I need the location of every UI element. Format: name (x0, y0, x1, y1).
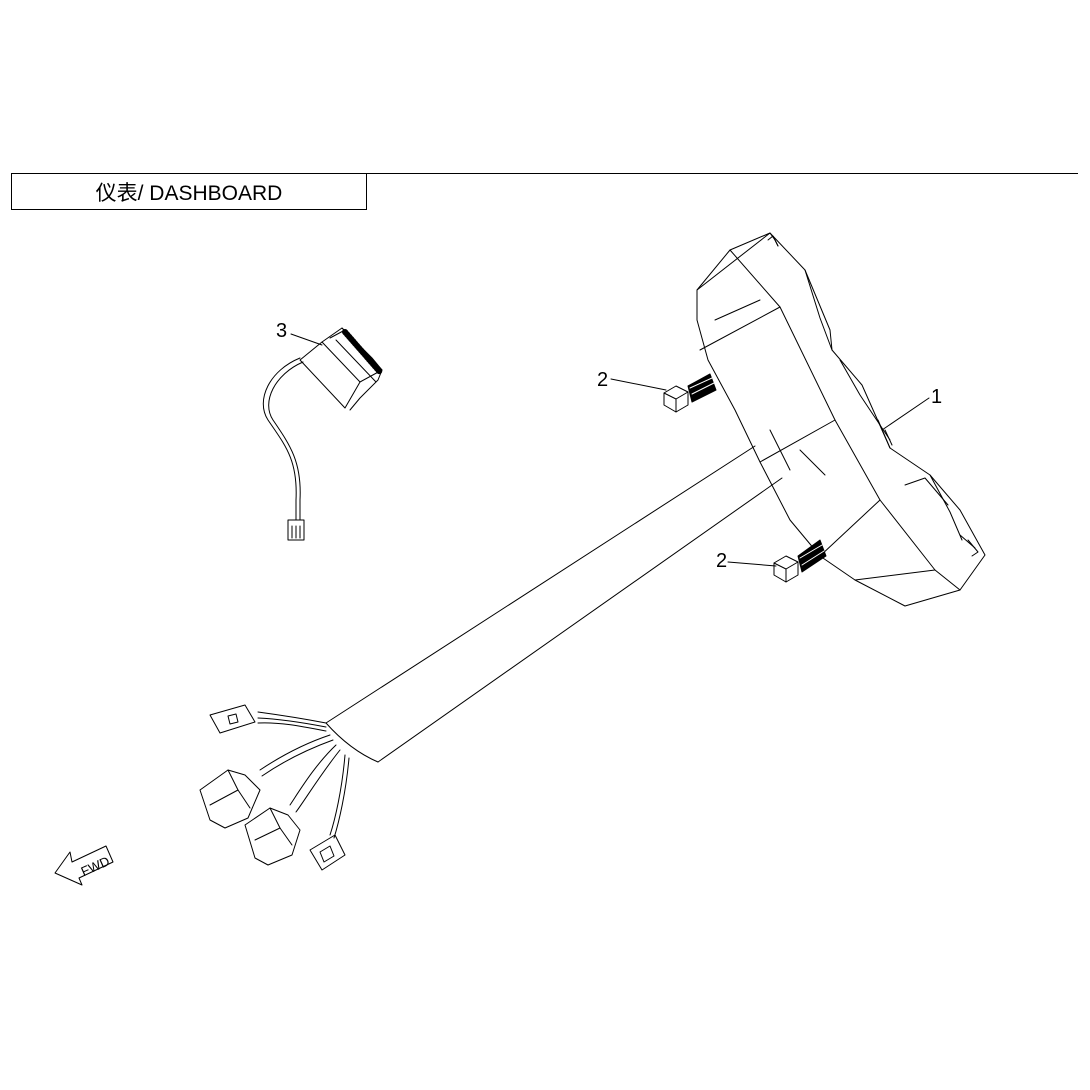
dashboard-assembly (325, 232, 986, 763)
page-title: 仪表/ DASHBOARD (11, 173, 367, 210)
nut-lower (773, 539, 827, 583)
fwd-arrow: FWD (54, 845, 114, 886)
leader-1 (881, 397, 930, 431)
harness-connectors (199, 704, 350, 871)
leader-2-lower (727, 561, 777, 567)
callout-3: 3 (276, 320, 288, 342)
title-rule (367, 173, 1078, 174)
callout-2-upper: 2 (597, 369, 609, 391)
leader-3 (290, 333, 323, 346)
page-title-text: 仪表/ DASHBOARD (95, 181, 283, 205)
fwd-label: FWD (79, 853, 112, 879)
leader-2-upper (610, 378, 667, 391)
callout-1: 1 (931, 386, 943, 408)
sensor-part-3 (262, 327, 383, 541)
nut-upper (663, 373, 717, 413)
callout-2-lower: 2 (716, 550, 728, 572)
